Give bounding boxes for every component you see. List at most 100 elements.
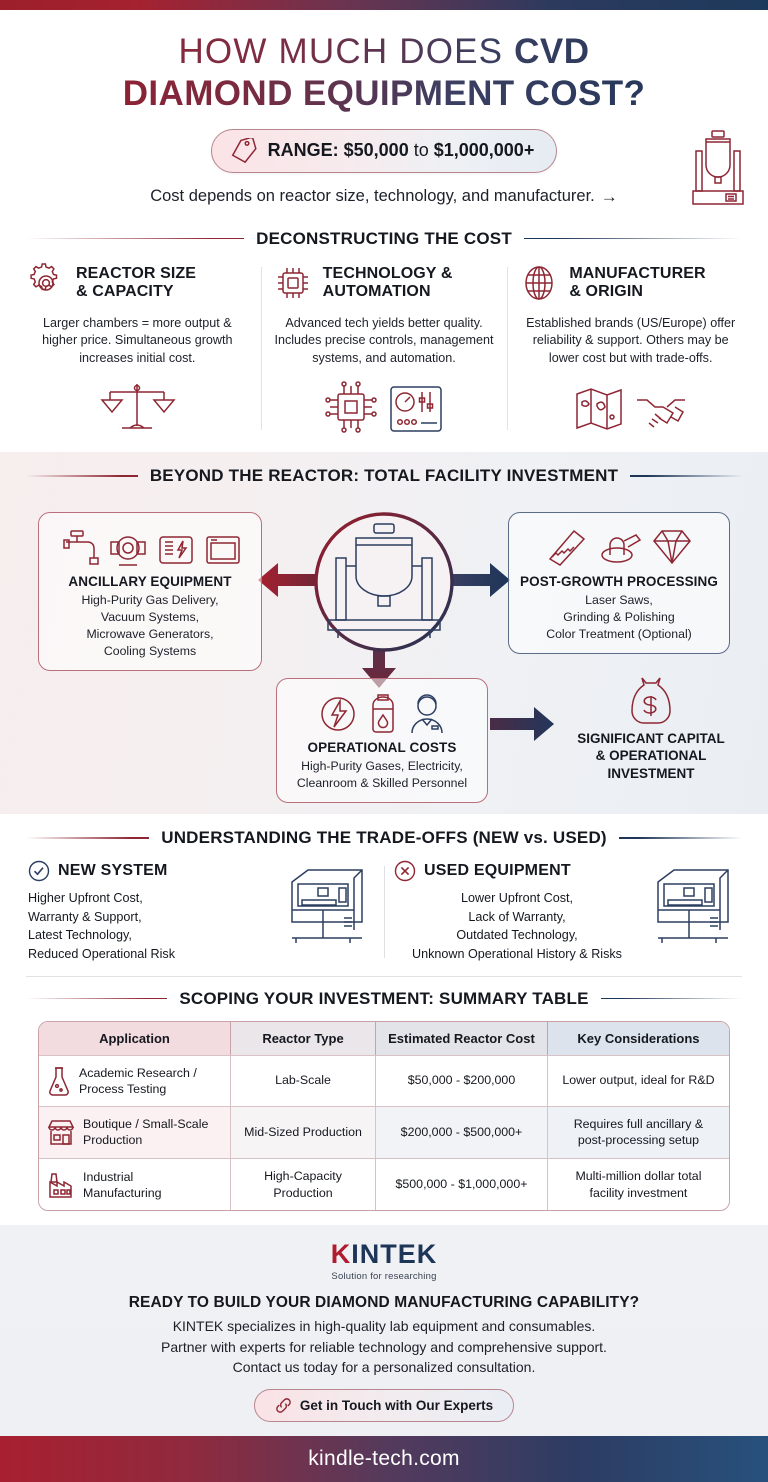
- column-illustration-controls: [273, 378, 496, 434]
- cta-button-label: Get in Touch with Our Experts: [299, 1398, 494, 1414]
- section-heading-beyond: BEYOND THE REACTOR: TOTAL FACILITY INVES…: [0, 466, 768, 486]
- factory-icon: [49, 1172, 72, 1198]
- box-body: Laser Saws, Grinding & Polishing Color T…: [546, 593, 692, 642]
- page-title-line1: HOW MUCH DOES CVD: [24, 32, 744, 72]
- polisher-icon: [601, 534, 642, 563]
- column-illustration-scale: [26, 378, 249, 434]
- bottom-bar: kindle-tech.com: [0, 1436, 768, 1482]
- personnel-icon: [411, 694, 443, 734]
- used-equipment-title: USED EQUIPMENT: [424, 862, 571, 880]
- column-technology: TECHNOLOGY &AUTOMATION Advanced tech yie…: [260, 263, 508, 435]
- ancillary-icons: [49, 521, 251, 569]
- column-header: TECHNOLOGY &AUTOMATION: [273, 263, 496, 303]
- heading-text: DECONSTRUCTING THE COST: [256, 228, 512, 248]
- kintek-logo: KINTEK: [24, 1241, 744, 1268]
- box-title: POST-GROWTH PROCESSING: [520, 574, 718, 590]
- beyond-reactor-section: BEYOND THE REACTOR: TOTAL FACILITY INVES…: [0, 452, 768, 815]
- heading-text: UNDERSTANDING THE TRADE-OFFS (NEW vs. US…: [161, 828, 607, 848]
- column-reactor-size: REACTOR SIZE& CAPACITY Larger chambers =…: [14, 262, 261, 435]
- cell-application: Academic Research / Process Testing: [39, 1054, 231, 1106]
- diamond-icon: [653, 530, 691, 565]
- logo-rest: INTEK: [351, 1239, 438, 1270]
- used-equipment-header: USED EQUIPMENT: [394, 860, 640, 882]
- logo-tagline: Solution for researching: [331, 1271, 437, 1283]
- column-header-estimated-cost: Estimated Reactor Cost: [376, 1021, 548, 1055]
- new-system-header: NEW SYSTEM: [28, 860, 274, 882]
- used-equipment-body: Lower Upfront Cost, Lack of Warranty, Ou…: [412, 891, 622, 961]
- used-equipment-text: USED EQUIPMENT Lower Upfront Cost, Lack …: [394, 860, 640, 964]
- column-title: TECHNOLOGY &AUTOMATION: [322, 264, 453, 300]
- central-reactor-hub: [316, 518, 452, 654]
- footer: KINTEK Solution for researching READY TO…: [0, 1225, 768, 1437]
- box-body: High-Purity Gases, Electricity, Cleanroo…: [296, 759, 468, 791]
- cta-heading: READY TO BUILD YOUR DIAMOND MANUFACTURIN…: [128, 1294, 640, 1312]
- tradeoff-used-equipment: USED EQUIPMENT Lower Upfront Cost, Lack …: [384, 860, 750, 964]
- column-manufacturer: MANUFACTURER& ORIGIN Established brands …: [507, 263, 754, 435]
- logo-k: K: [330, 1239, 352, 1270]
- check-icon: [28, 860, 50, 882]
- column-header: MANUFACTURER& ORIGIN: [519, 263, 742, 303]
- column-header-key-considerations: Key Considerations: [547, 1021, 729, 1055]
- gas-cylinder-icon: [372, 694, 394, 733]
- cell-cost: $200,000 - $500,000+: [376, 1105, 548, 1159]
- page-title-line2: DIAMOND EQUIPMENT COST?: [24, 74, 744, 114]
- new-system-text: NEW SYSTEM Higher Upfront Cost, Warranty…: [28, 860, 274, 964]
- money-bag-icon: [631, 677, 671, 724]
- chip-icon: [277, 267, 308, 298]
- application-cell-inner: Boutique / Small-Scale Production: [47, 1116, 222, 1148]
- column-header: REACTOR SIZE& CAPACITY: [26, 262, 249, 303]
- divider: [26, 975, 742, 977]
- generator-icon: [158, 536, 193, 564]
- cell-considerations: Requires full ancillary & post-processin…: [547, 1105, 729, 1159]
- tradeoff-new-system: NEW SYSTEM Higher Upfront Cost, Warranty…: [18, 860, 384, 964]
- section-heading-table: SCOPING YOUR INVESTMENT: SUMMARY TABLE: [0, 989, 768, 1009]
- range-badge: RANGE: $50,000 to $1,000,000+: [210, 128, 558, 173]
- top-gradient-bar: [0, 0, 768, 10]
- section-heading-deconstructing: DECONSTRUCTING THE COST: [0, 229, 768, 249]
- site-url: kindle-tech.com: [308, 1447, 460, 1471]
- cell-reactor-type: Lab-Scale: [230, 1054, 377, 1106]
- range-text: RANGE: $50,000 to $1,000,000+: [267, 140, 535, 160]
- electricity-icon: [321, 697, 355, 731]
- get-in-touch-button[interactable]: Get in Touch with Our Experts: [253, 1389, 515, 1423]
- cell-application: Boutique / Small-Scale Production: [39, 1105, 231, 1159]
- facility-flow-diagram: ANCILLARY EQUIPMENT High-Purity Gas Deli…: [0, 496, 768, 804]
- cell-cost: $500,000 - $1,000,000+: [376, 1158, 548, 1211]
- pump-icon: [109, 536, 146, 566]
- cell-considerations: Multi-million dollar total facility inve…: [547, 1158, 729, 1210]
- box-title: OPERATIONAL COSTS: [307, 740, 457, 756]
- application-label: Boutique / Small-Scale Production: [83, 1117, 209, 1148]
- column-header-application: Application: [39, 1021, 231, 1055]
- new-system-body: Higher Upfront Cost, Warranty & Support,…: [28, 891, 176, 961]
- post-growth-icons: [519, 521, 719, 569]
- section-heading-tradeoffs: UNDERSTANDING THE TRADE-OFFS (NEW vs. US…: [0, 828, 768, 848]
- deconstructing-columns: REACTOR SIZE& CAPACITY Larger chambers =…: [0, 249, 768, 443]
- rule-right: [600, 997, 742, 1000]
- application-cell-inner: Industrial Manufacturing: [47, 1169, 222, 1201]
- heading-text: SCOPING YOUR INVESTMENT: SUMMARY TABLE: [179, 988, 589, 1008]
- flask-icon: [49, 1067, 69, 1096]
- table-row: Academic Research / Process Testing Lab-…: [39, 1054, 729, 1106]
- used-machine-illustration: [648, 860, 740, 951]
- application-cell-inner: Academic Research / Process Testing: [47, 1065, 222, 1097]
- valve-icon: [62, 530, 99, 565]
- rule-left: [26, 475, 138, 477]
- x-icon: [394, 860, 416, 882]
- application-label: Academic Research / Process Testing: [79, 1065, 197, 1096]
- box-body: High-Purity Gas Delivery, Vacuum Systems…: [81, 593, 219, 659]
- flow-arrows: [258, 512, 554, 742]
- cta-body: KINTEK specializes in high-quality lab e…: [161, 1318, 607, 1375]
- rule-right: [618, 837, 743, 839]
- cell-considerations: Lower output, ideal for R&D: [547, 1054, 729, 1106]
- header: HOW MUCH DOES CVD DIAMOND EQUIPMENT COST…: [0, 10, 768, 207]
- cell-cost: $50,000 - $200,000: [376, 1054, 548, 1106]
- reactor-illustration: [688, 128, 746, 213]
- chiller-icon: [205, 536, 240, 564]
- summary-table-wrap: Application Reactor Type Estimated React…: [0, 1009, 768, 1212]
- tradeoffs-columns: NEW SYSTEM Higher Upfront Cost, Warranty…: [0, 848, 768, 970]
- cell-reactor-type: High-Capacity Production: [230, 1158, 377, 1211]
- column-illustration-origin: [519, 378, 742, 434]
- rule-left: [26, 237, 245, 240]
